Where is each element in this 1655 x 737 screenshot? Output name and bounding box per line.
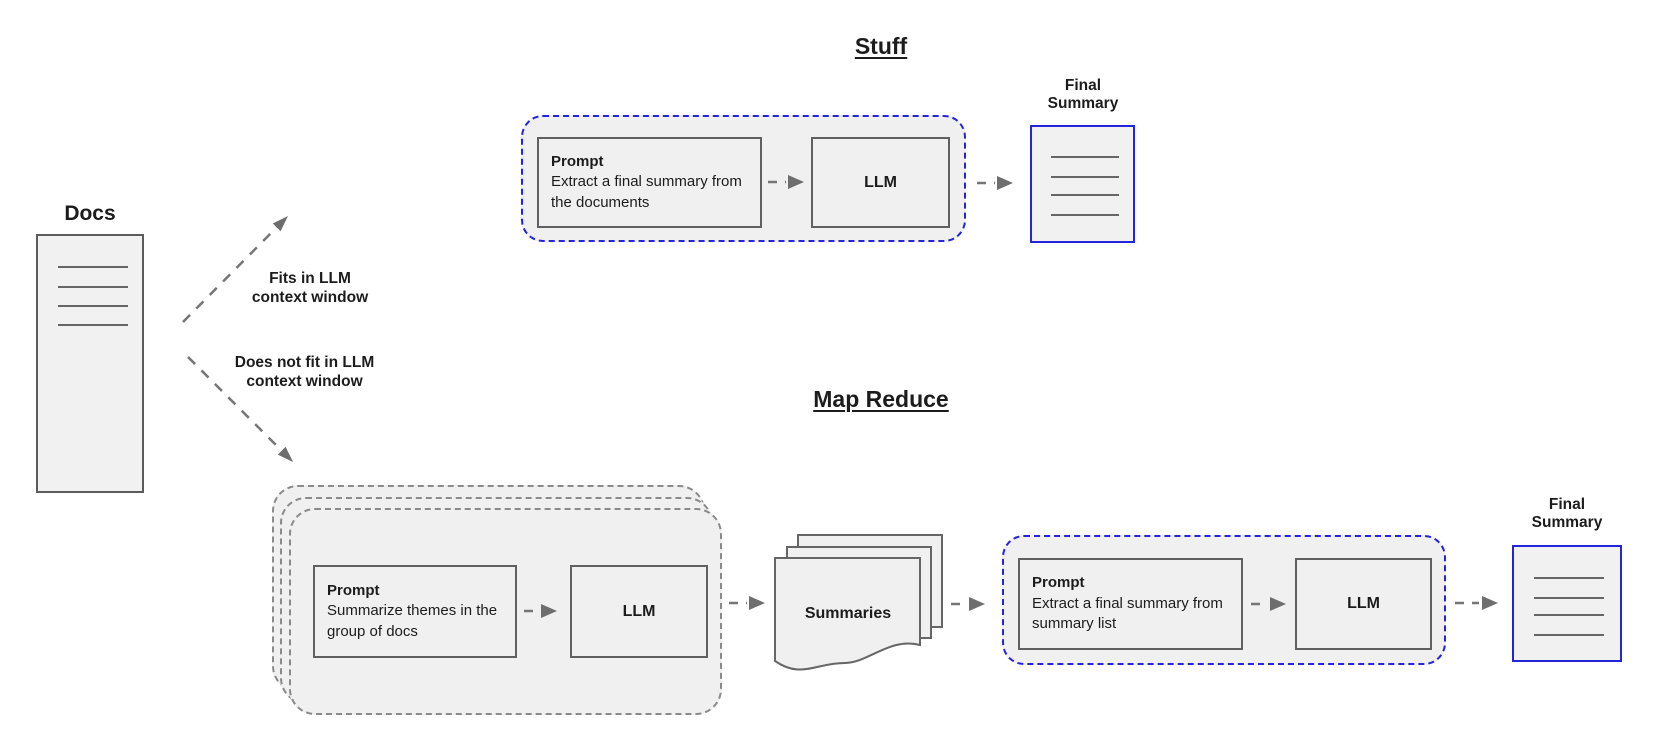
docs-label: Docs [64,202,116,225]
summaries-label: Summaries [804,605,892,622]
doc-text-line [1051,214,1119,216]
map-prompt-title: Prompt [327,581,380,599]
stuff-final-summary-label: Final Summary [1047,77,1119,112]
doc-text-line [1051,176,1119,178]
stuff-llm-to-final-arrow-icon [977,176,1013,190]
stuff-prompt-title: Prompt [551,152,604,170]
reduce-prompt-box: Prompt Extract a final summary from summ… [1018,558,1243,650]
reduce-prompt-to-llm-arrow-icon [1251,597,1286,611]
doc-text-line [58,286,128,288]
reduce-llm-to-final-arrow-icon [1455,596,1498,610]
map-prompt-box: Prompt Summarize themes in the group of … [313,565,517,658]
reduce-llm-box: LLM [1295,558,1432,650]
stuff-final-summary-document-icon [1030,125,1135,243]
doc-text-line [58,305,128,307]
does-not-fit-branch-label-line2: context window [246,373,363,390]
stuff-prompt-body: Extract a final summary from the documen… [551,173,742,211]
fits-branch-arrow-icon [182,216,288,323]
doc-text-line [1534,614,1604,616]
fits-branch-label-line2: context window [251,289,369,306]
map-llm-box: LLM [570,565,708,658]
doc-text-line [1051,156,1119,158]
map-reduce-section-title: Map Reduce [813,386,949,412]
doc-text-line [58,266,128,268]
does-not-fit-branch-label-line1: Does not fit in LLM [234,354,375,371]
reduce-prompt-title: Prompt [1032,574,1085,592]
doc-text-line [58,324,128,326]
reduce-final-summary-label: Final Summary [1531,496,1603,531]
doc-text-line [1534,597,1604,599]
fits-branch-label-line1: Fits in LLM [269,270,351,287]
reduce-final-summary-document-icon [1512,545,1622,662]
stuff-llm-box: LLM [811,137,950,228]
summaries-to-reduce-arrow-icon [951,597,985,611]
fits-branch-label: Fits in LLM context window [225,269,395,307]
doc-text-line [1534,577,1604,579]
does-not-fit-branch-arrow-icon [187,356,293,462]
does-not-fit-branch-label: Does not fit in LLM context window [212,353,397,391]
summaries-pages-icon [774,534,943,671]
stuff-prompt-box: Prompt Extract a final summary from the … [537,137,762,228]
doc-text-line [1534,634,1604,636]
map-prompt-to-llm-arrow-icon [524,604,557,618]
docs-document-icon [36,234,144,493]
doc-text-line [1051,194,1119,196]
stuff-prompt-to-llm-arrow-icon [768,175,804,189]
stuff-section-title: Stuff [854,33,908,59]
map-to-summaries-arrow-icon [729,596,765,610]
map-prompt-body: Summarize themes in the group of docs [327,602,498,640]
reduce-prompt-body: Extract a final summary from summary lis… [1032,594,1223,633]
